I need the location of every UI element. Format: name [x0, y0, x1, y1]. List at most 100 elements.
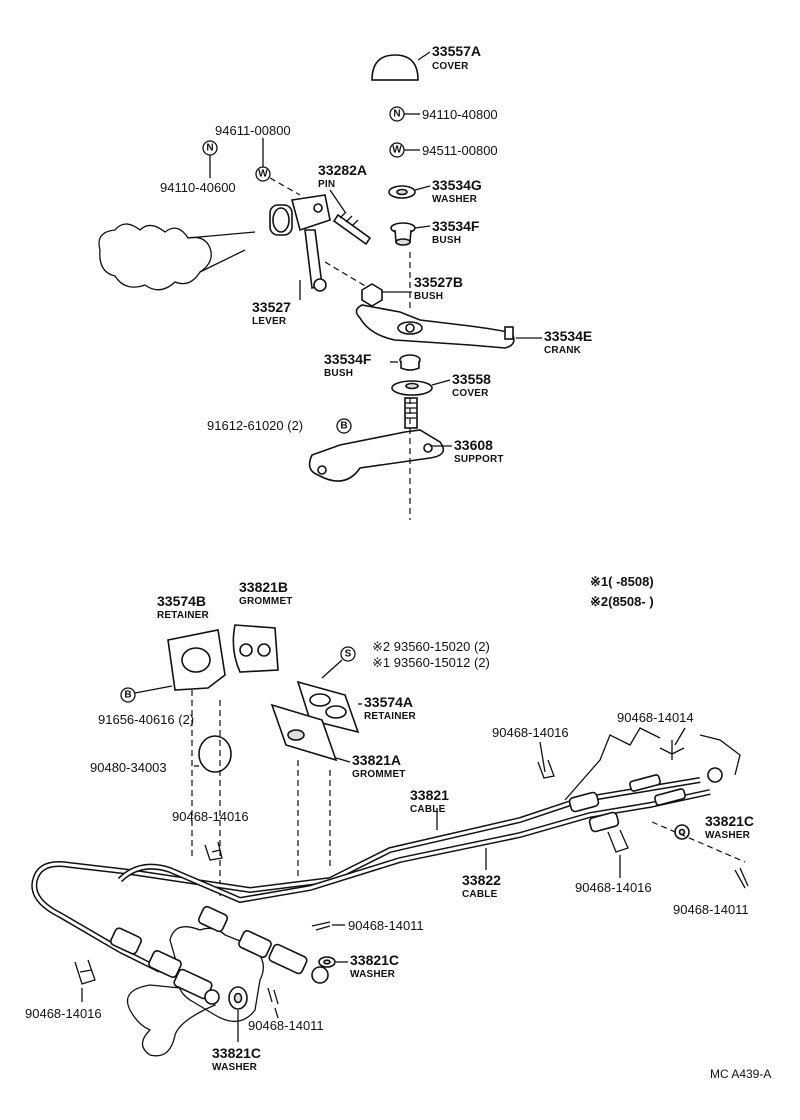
label-33534f-low-name: BUSH — [324, 368, 353, 379]
svg-text:S: S — [345, 649, 352, 660]
nut-symbol-n-right: N — [389, 106, 405, 122]
label-33574a-num: 33574A — [364, 694, 413, 710]
label-90468-14011-right: 90468-14011 — [673, 902, 749, 917]
label-33534e-num: 33534E — [544, 328, 592, 344]
label-90468-14016-lower-left: 90468-14016 — [25, 1006, 102, 1021]
label-90468-14011-mid: 90468-14011 — [348, 918, 424, 933]
shift-mechanism-lower — [110, 905, 329, 1057]
cable-33822-shape — [117, 789, 711, 904]
bush-33527b-shape — [361, 283, 383, 307]
label-33821a-num: 33821A — [352, 752, 401, 768]
label-33534f-top-name: BUSH — [432, 235, 461, 246]
label-33534f-low-num: 33534F — [324, 351, 372, 367]
label-33534f-top-num: 33534F — [432, 218, 480, 234]
label-33558-name: COVER — [452, 388, 489, 399]
clip-90468-14016-right-top — [537, 759, 555, 779]
label-33574b-name: RETAINER — [157, 610, 210, 621]
label-33557a-name: COVER — [432, 61, 469, 72]
label-90480-34003: 90480-34003 — [90, 760, 167, 775]
bush-33534f-low-shape — [399, 354, 421, 371]
label-33822-name: CABLE — [462, 889, 498, 900]
label-33282a-name: PIN — [318, 179, 335, 190]
bolt-symbol-b-upper: B — [336, 418, 352, 434]
label-33821c-right-num: 33821C — [705, 813, 754, 829]
label-33534g-num: 33534G — [432, 177, 482, 193]
cover-33558-shape — [391, 380, 433, 396]
retainer-33574a-shape — [296, 680, 360, 734]
svg-text:W: W — [258, 169, 268, 180]
svg-text:N: N — [206, 143, 213, 154]
label-33608-name: SUPPORT — [454, 454, 504, 465]
washer-33534g-shape — [388, 185, 416, 199]
label-33821-name: CABLE — [410, 804, 446, 815]
label-90468-14011-bottom: 90468-14011 — [248, 1018, 324, 1033]
cover-33557a-shape — [371, 54, 419, 81]
label-33557a-num: 33557A — [432, 43, 481, 59]
bush-33534f-top-shape — [390, 222, 416, 246]
washer-33821c-mid — [318, 956, 336, 968]
pin-90468-14011-right — [734, 867, 749, 889]
label-90468-14014: 90468-14014 — [617, 710, 694, 725]
label-94110-40600: 94110-40600 — [160, 180, 236, 195]
label-91612-61020: 91612-61020 (2) — [207, 418, 303, 433]
clip-90468-14014 — [659, 740, 685, 760]
clip-90468-14016-right-low — [607, 829, 629, 853]
grommet-33821a-shape — [270, 703, 338, 762]
transmission-housing-outline — [98, 223, 212, 291]
washer-33821c-right — [674, 824, 690, 840]
label-93560-15012: ※1 93560-15012 (2) — [372, 655, 490, 670]
legend-line-1: ※1( -8508) — [590, 574, 654, 589]
lever-33527-shape — [269, 194, 331, 292]
label-93560-15020: ※2 93560-15020 (2) — [372, 639, 490, 654]
label-33821b-name: GROMMET — [239, 596, 293, 607]
label-33558-num: 33558 — [452, 371, 491, 387]
svg-text:W: W — [392, 145, 402, 156]
label-94511-00800-right: 94511-00800 — [422, 143, 498, 158]
washer-33821c-bottom — [228, 986, 248, 1010]
cable-end-right — [568, 767, 723, 833]
label-33282a-num: 33282A — [318, 162, 367, 178]
svg-text:B: B — [340, 421, 347, 432]
legend-line-2: ※2(8508- ) — [590, 594, 654, 609]
label-33821c-bottom-name: WASHER — [212, 1062, 258, 1073]
label-33821-num: 33821 — [410, 787, 449, 803]
label-33821b-num: 33821B — [239, 579, 288, 595]
pin-90468-14011-mid — [311, 921, 331, 931]
label-33527-num: 33527 — [252, 299, 291, 315]
plug-90480-34003-shape — [198, 735, 232, 773]
washer-symbol-w-right: W — [389, 142, 405, 158]
svg-text:B: B — [124, 690, 131, 701]
label-91656-40616: 91656-40616 (2) — [98, 712, 194, 727]
pin-90468-14011-bottom — [267, 987, 279, 1005]
label-33821c-mid-name: WASHER — [350, 969, 396, 980]
label-33527-name: LEVER — [252, 316, 287, 327]
support-33608-shape — [308, 397, 445, 482]
label-90468-14016-right-top: 90468-14016 — [492, 725, 569, 740]
label-33821a-name: GROMMET — [352, 769, 406, 780]
crank-33534e-shape — [355, 304, 515, 349]
label-90468-14016-right-low: 90468-14016 — [575, 880, 652, 895]
clip-90468-14016-lower-left — [74, 959, 96, 985]
label-90468-14016-upper-left: 90468-14016 — [172, 809, 249, 824]
label-33822-num: 33822 — [462, 872, 501, 888]
label-33821c-right-name: WASHER — [705, 830, 751, 841]
label-33534e-name: CRANK — [544, 345, 582, 356]
label-33821c-mid-num: 33821C — [350, 952, 399, 968]
label-33608-num: 33608 — [454, 437, 493, 453]
label-33574a-name: RETAINER — [364, 711, 417, 722]
cable-33821-shape — [32, 777, 701, 894]
screw-symbol-s: S — [340, 646, 356, 662]
washer-symbol-w-left: W — [255, 166, 271, 182]
retainer-33574b-shape — [167, 629, 226, 691]
nut-symbol-n-left: N — [202, 140, 218, 156]
label-94110-40800: 94110-40800 — [422, 107, 498, 122]
label-33574b-num: 33574B — [157, 593, 206, 609]
pin-33282a-shape — [332, 211, 372, 246]
label-33534g-name: WASHER — [432, 194, 478, 205]
label-33821c-bottom-num: 33821C — [212, 1045, 261, 1061]
svg-text:N: N — [393, 109, 400, 120]
label-94611-00800: 94611-00800 — [215, 123, 291, 138]
figure-code: MC A439-A — [710, 1067, 771, 1081]
grommet-33821b-shape — [232, 624, 279, 673]
